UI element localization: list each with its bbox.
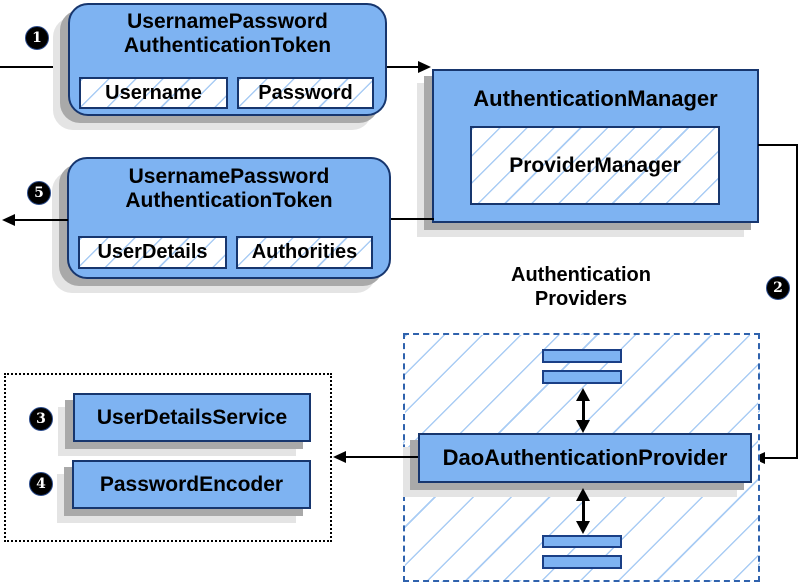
collaborators-region (4, 373, 332, 542)
user-details-field: UserDetails (78, 236, 227, 269)
step-3-badge: 3 (29, 407, 53, 431)
authentication-providers-heading-line1: Authentication (511, 264, 651, 286)
password-encoder-box: PasswordEncoder (72, 460, 311, 509)
user-details-field-label: UserDetails (97, 241, 208, 263)
flow-line-step5-out (14, 219, 68, 221)
provider-manager-label: ProviderManager (509, 153, 681, 177)
step-4-number: 4 (36, 476, 46, 492)
provider-manager-box: ProviderManager (470, 126, 720, 205)
arrowhead-right-icon (418, 61, 431, 73)
arrowhead-left-icon (2, 214, 15, 226)
authentication-providers-region: DaoAuthenticationProvider (403, 333, 760, 582)
authentication-manager-title: AuthenticationManager (473, 86, 718, 111)
provider-link-arrow-bottom (575, 488, 591, 534)
result-token-title-line2: AuthenticationToken (125, 189, 333, 212)
result-token-title-line1: UsernamePassword (128, 165, 330, 188)
connector-step2-vertical (796, 144, 798, 459)
dao-authentication-provider-box: DaoAuthenticationProvider (418, 433, 752, 483)
connector-step2-bottom (765, 457, 798, 459)
authentication-manager-box: AuthenticationManager ProviderManager (432, 69, 759, 223)
provider-link-arrow-top (575, 388, 591, 433)
request-token-title-line2: AuthenticationToken (123, 34, 332, 57)
step-1-number: 1 (32, 30, 42, 46)
user-details-service-label: UserDetailsService (96, 405, 288, 429)
authorities-field-label: Authorities (251, 241, 358, 263)
password-encoder-label: PasswordEncoder (99, 472, 284, 496)
flow-line-dao-to-collaborators (345, 456, 418, 458)
request-token-title: UsernamePassword AuthenticationToken (70, 10, 385, 58)
arrowhead-down-icon (576, 521, 590, 534)
password-field: Password (237, 77, 374, 109)
step-1-badge: 1 (25, 26, 49, 50)
provider-stack-top-bar-2 (542, 370, 622, 384)
authentication-providers-heading-line2: Providers (534, 288, 628, 310)
provider-stack-bottom-bar-2 (542, 555, 622, 569)
step-2-number: 2 (773, 280, 783, 296)
arrowhead-down-icon (576, 420, 590, 433)
connector-step2-top (758, 144, 798, 146)
authorities-field: Authorities (236, 236, 373, 269)
request-token-box: UsernamePassword AuthenticationToken Use… (68, 3, 387, 116)
username-field-label: Username (105, 81, 202, 104)
arrowhead-left-icon (333, 451, 346, 463)
step-2-badge: 2 (766, 276, 790, 300)
step-4-badge: 4 (29, 472, 53, 496)
arrowhead-up-icon (576, 388, 590, 401)
step-5-number: 5 (34, 185, 44, 201)
arrowhead-up-icon (576, 488, 590, 501)
flow-line-token-to-manager (387, 66, 419, 68)
arrow-shaft (581, 498, 585, 524)
dao-authentication-provider-label: DaoAuthenticationProvider (442, 445, 728, 470)
flow-line-manager-to-result (384, 218, 434, 220)
result-token-title: UsernamePassword AuthenticationToken (69, 165, 389, 213)
result-token-box: UsernamePassword AuthenticationToken Use… (67, 157, 391, 279)
provider-stack-top-bar-1 (542, 349, 622, 363)
step-3-number: 3 (36, 411, 46, 427)
username-field: Username (79, 77, 228, 109)
request-token-title-line1: UsernamePassword (127, 10, 328, 33)
authentication-providers-heading: Authentication Providers (466, 263, 696, 311)
step-5-badge: 5 (27, 181, 51, 205)
user-details-service-box: UserDetailsService (73, 393, 311, 442)
password-field-label: Password (258, 81, 353, 104)
arrow-shaft (581, 398, 585, 423)
flow-line-step1-in (0, 66, 68, 68)
provider-stack-bottom-bar-1 (542, 535, 622, 548)
